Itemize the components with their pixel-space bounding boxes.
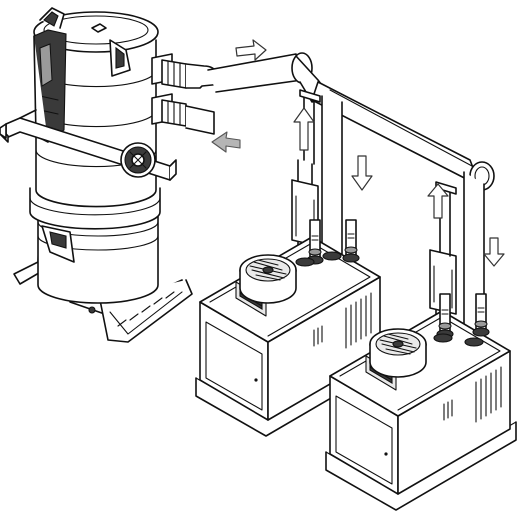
arrow-exhaust-right [235, 39, 267, 61]
arrow-riser-2-up [427, 183, 449, 219]
central-vacuum-unit [0, 7, 193, 343]
arrow-riser-1-up [293, 107, 315, 151]
arrow-drop-2-down [483, 237, 505, 267]
arrow-intake-left [211, 131, 241, 153]
riser-couplings [295, 251, 484, 347]
arrow-drop-1-down [351, 155, 373, 191]
supply-pipe [161, 52, 495, 341]
